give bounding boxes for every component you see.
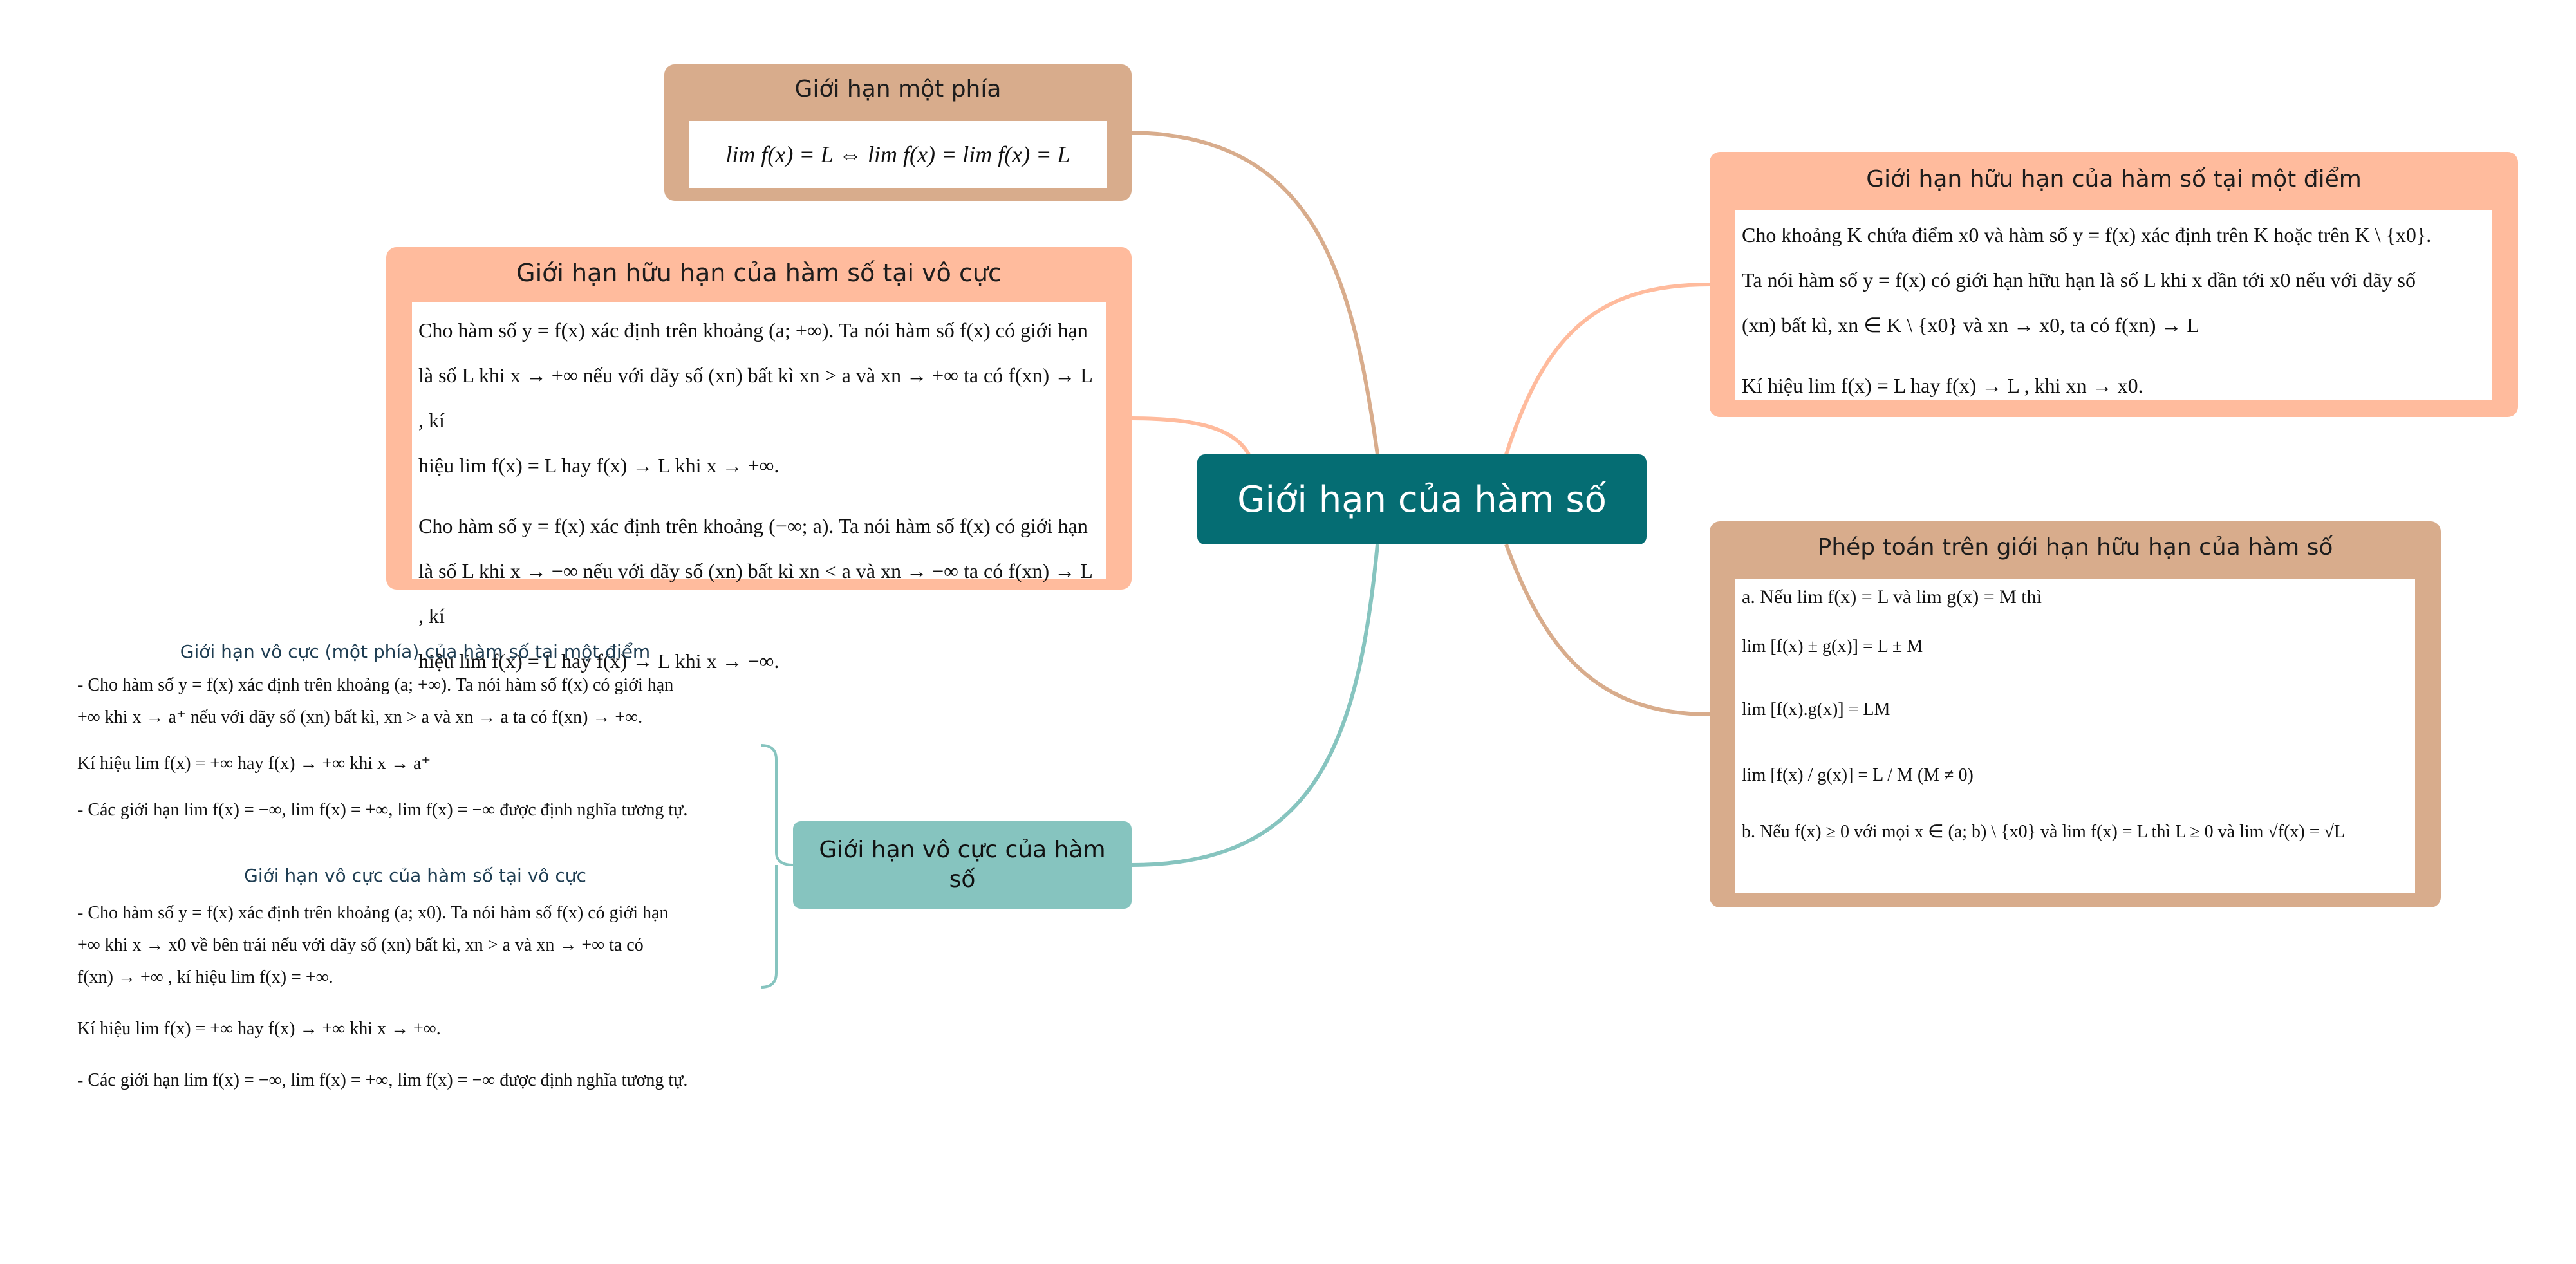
topic-one-sided-limit[interactable]: Giới hạn một phía lim f(x) = L ⇔ lim f(x… [664, 64, 1132, 201]
bracket-infinite-limits [760, 744, 794, 989]
link-finite-infinity [1131, 416, 1251, 456]
definition-line: hiệu lim f(x) = L hay f(x) → L khi x → −… [418, 649, 779, 673]
central-topic-label: Giới hạn của hàm số [1237, 478, 1607, 521]
topic-limit-operations[interactable]: Phép toán trên giới hạn hữu hạn của hàm … [1710, 521, 2441, 907]
subtopic-infinite-at-infinity: - Cho hàm số y = f(x) xác định trên khoả… [77, 897, 766, 1097]
definition-panel: Cho khoảng K chứa điểm x0 và hàm số y = … [1735, 210, 2492, 400]
subtopic-one-sided-infinite: - Cho hàm số y = f(x) xác định trên khoả… [77, 669, 760, 826]
link-operations [1504, 543, 1710, 716]
definition-line: (xn) bất kì, xn ∈ K \ {x0} và xn → x0, t… [1742, 313, 2199, 337]
link-one-sided [1131, 131, 1379, 455]
operation-line: b. Nếu f(x) ≥ 0 với mọi x ∈ (a; b) \ {x0… [1742, 822, 2345, 842]
subtopic-line: +∞ khi x → a⁺ nếu với dãy số (xn) bất kì… [77, 707, 643, 727]
subtopic-line: Kí hiệu lim f(x) = +∞ hay f(x) → +∞ khi … [77, 754, 431, 774]
definition-line: là số L khi x → −∞ nếu với dãy số (xn) b… [418, 559, 1092, 627]
topic-title: Phép toán trên giới hạn hữu hạn của hàm … [1817, 534, 2333, 561]
subtopic-line: - Cho hàm số y = f(x) xác định trên khoả… [77, 675, 674, 695]
definition-line: Cho hàm số y = f(x) xác định trên khoảng… [418, 319, 1088, 342]
topic-infinite-limits[interactable]: Giới hạn vô cực của hàm số [793, 821, 1132, 909]
operation-line: lim [f(x) / g(x)] = L / M (M ≠ 0) [1742, 765, 1974, 785]
topic-title: Giới hạn hữu hạn của hàm số tại một điểm [1866, 166, 2362, 192]
operation-line: lim [f(x) ± g(x)] = L ± M [1742, 637, 1923, 656]
definition-line: Ta nói hàm số y = f(x) có giới hạn hữu h… [1742, 268, 2416, 292]
subtopic-line: - Các giới hạn lim f(x) = −∞, lim f(x) =… [77, 1070, 688, 1090]
link-finite-point [1504, 283, 1710, 455]
central-topic[interactable]: Giới hạn của hàm số [1197, 454, 1647, 544]
formula-panel: lim f(x) = L ⇔ lim f(x) = lim f(x) = L [689, 121, 1107, 188]
subtopic-line: - Các giới hạn lim f(x) = −∞, lim f(x) =… [77, 800, 688, 820]
subtopic-title-one-sided-infinite[interactable]: Giới hạn vô cực (một phía) của hàm số tạ… [180, 641, 651, 662]
subtopic-line: - Cho hàm số y = f(x) xác định trên khoả… [77, 903, 669, 923]
topic-title: Giới hạn vô cực của hàm số [819, 837, 1106, 893]
topic-title: Giới hạn hữu hạn của hàm số tại vô cực [516, 259, 1002, 287]
subtopic-line: +∞ khi x → x0 về bên trái nếu với dãy số… [77, 935, 644, 955]
link-infinite-limits [1131, 544, 1379, 867]
topic-title: Giới hạn một phía [794, 76, 1002, 102]
subtopic-line: Kí hiệu lim f(x) = +∞ hay f(x) → +∞ khi … [77, 1019, 441, 1039]
operation-line: a. Nếu lim f(x) = L và lim g(x) = M thì [1742, 586, 2042, 608]
one-sided-formula: lim f(x) = L ⇔ lim f(x) = lim f(x) = L [725, 142, 1070, 167]
definition-line: hiệu lim f(x) = L hay f(x) → L khi x → +… [418, 454, 779, 477]
definition-line: Kí hiệu lim f(x) = L hay f(x) → L , khi … [1742, 374, 2143, 397]
operations-panel: a. Nếu lim f(x) = L và lim g(x) = M thì … [1735, 579, 2415, 893]
subtopic-title-infinite-at-infinity[interactable]: Giới hạn vô cực của hàm số tại vô cực [244, 865, 586, 886]
topic-finite-limit-at-point[interactable]: Giới hạn hữu hạn của hàm số tại một điểm… [1710, 152, 2518, 417]
definition-panel: Cho hàm số y = f(x) xác định trên khoảng… [412, 302, 1106, 673]
definition-line: Cho khoảng K chứa điểm x0 và hàm số y = … [1742, 223, 2432, 246]
subtopic-line: f(xn) → +∞ , kí hiệu lim f(x) = +∞. [77, 967, 333, 987]
definition-line: là số L khi x → +∞ nếu với dãy số (xn) b… [418, 364, 1092, 432]
definition-line: Cho hàm số y = f(x) xác định trên khoảng… [418, 514, 1088, 537]
operation-line: lim [f(x).g(x)] = LM [1742, 700, 1890, 720]
topic-finite-limit-at-infinity[interactable]: Giới hạn hữu hạn của hàm số tại vô cực C… [386, 247, 1132, 673]
